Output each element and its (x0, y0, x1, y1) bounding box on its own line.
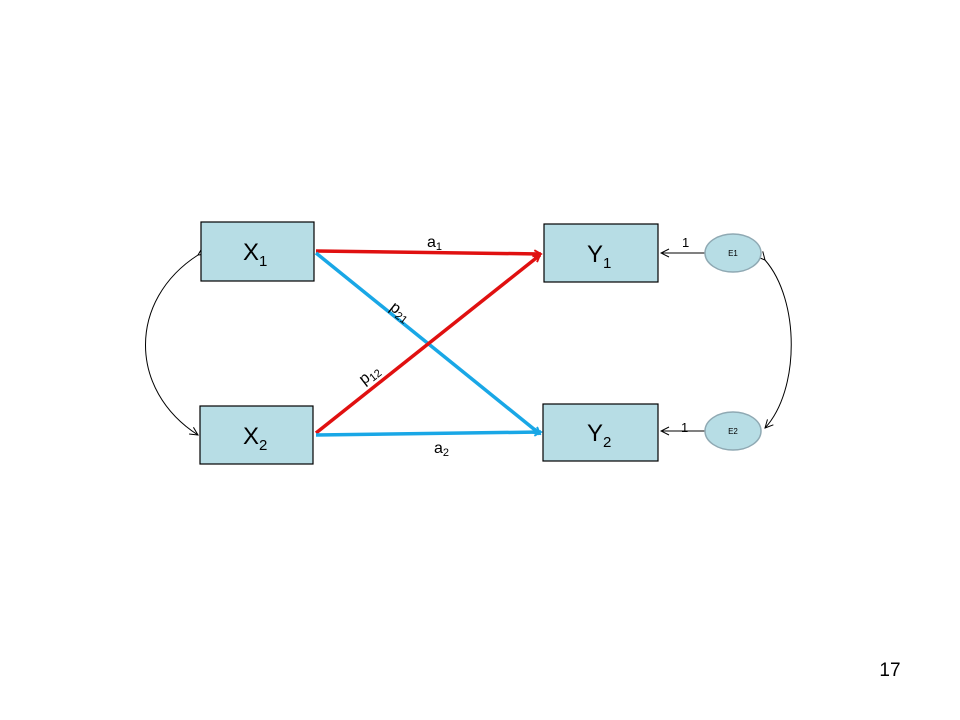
path-label-p12: p12 (356, 362, 384, 390)
covariance-e1-e2 (765, 260, 792, 428)
box-x2: X2 (199, 405, 314, 465)
path-label-p21: p21 (385, 299, 413, 327)
path-label-a1: a1 (427, 234, 442, 253)
covariance-x1-x2 (145, 255, 199, 435)
path-a1 (315, 249, 541, 254)
box-y1: Y1 (543, 223, 659, 283)
error-e2: E2 (704, 411, 762, 451)
loading-label-e2: 1 (681, 420, 688, 435)
path-p12 (314, 253, 540, 435)
box-x2-label: X2 (243, 423, 267, 454)
loading-label-e1: 1 (682, 235, 689, 250)
box-x1-label: X1 (243, 239, 267, 270)
path-label-a2: a2 (434, 440, 449, 459)
page-number: 17 (879, 660, 901, 681)
error-e1-label: E1 (728, 249, 738, 258)
box-y1-label: Y1 (587, 241, 611, 272)
error-e2-label: E2 (728, 427, 738, 436)
box-y2: Y2 (542, 403, 659, 462)
error-e1: E1 (704, 233, 762, 273)
box-y2-label: Y2 (587, 420, 611, 451)
path-a2 (315, 432, 541, 437)
box-x1: X1 (200, 221, 315, 282)
